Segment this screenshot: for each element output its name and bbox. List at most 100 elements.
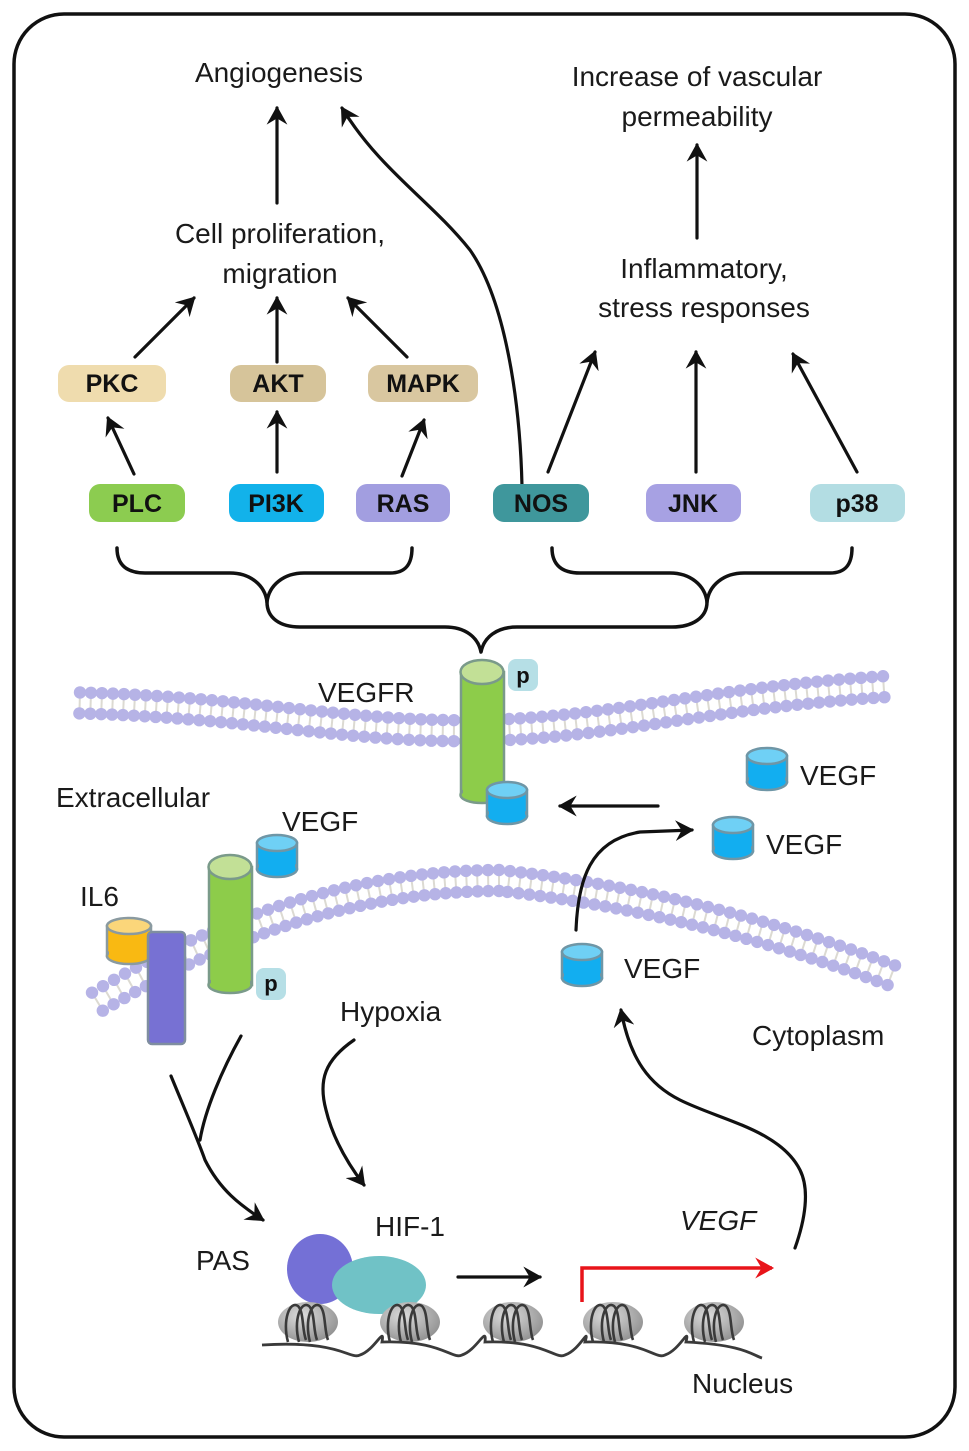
vegf-label-intracellular: VEGF (624, 953, 700, 984)
dna-wrap (386, 1303, 410, 1343)
lipid-head (766, 680, 780, 693)
dna-wrap (701, 1303, 725, 1343)
lipid-head (783, 945, 797, 958)
lipid-head (450, 886, 463, 899)
lipid-head (425, 734, 438, 747)
dna-wrap (712, 1303, 736, 1343)
svg-text:p: p (516, 663, 529, 688)
lipid-head (404, 869, 418, 883)
lipid-head (707, 923, 720, 937)
dna-wrap (489, 1303, 513, 1343)
vegf-top (711, 815, 755, 835)
lipid-head (725, 706, 739, 720)
lipid-head (837, 963, 851, 976)
lipid-head (436, 734, 449, 748)
lipid-head (778, 921, 792, 935)
lipid-head (332, 904, 346, 917)
lipid-head (758, 702, 771, 715)
lipid-head (96, 1004, 110, 1017)
lipid-head (346, 729, 360, 742)
lipid-head (128, 985, 142, 999)
lipid-head (257, 927, 271, 940)
lipid-head (635, 885, 649, 899)
lipid-head (268, 923, 281, 936)
lipid-head (588, 898, 601, 911)
svg-text:JNK: JNK (668, 490, 718, 518)
lipid-head (821, 674, 835, 687)
vegf-top (255, 833, 299, 853)
proliferation-label-line1: Cell proliferation, (175, 218, 385, 249)
lipid-head (571, 728, 584, 741)
lipid-head (300, 913, 314, 926)
lipid-head (381, 711, 395, 724)
lipid-head (881, 978, 894, 992)
vegfr-label: VEGFR (318, 677, 414, 708)
lipid-head (426, 867, 440, 880)
lipid-head (602, 879, 616, 892)
lipid-head (780, 699, 793, 713)
svg-text:PI3K: PI3K (248, 490, 304, 518)
arrow-pkc-to-proliferation (133, 296, 196, 359)
node-ras: RAS (356, 484, 450, 522)
node-pkc: PKC (58, 365, 166, 402)
lipid-head (106, 687, 120, 700)
lipid-head (865, 670, 879, 684)
lipid-head (755, 681, 769, 694)
svg-text:p: p (264, 971, 277, 996)
vegf-top (560, 942, 604, 962)
arrow-plc-to-pkc (105, 416, 136, 476)
lipid-head (590, 704, 604, 717)
lipid-head (359, 709, 373, 722)
lipid-head (371, 874, 385, 888)
lipid-head (599, 900, 612, 913)
lipid-head (805, 952, 818, 965)
lipid-head (447, 734, 461, 748)
lipid-head (777, 678, 791, 692)
lipid-head (236, 718, 250, 731)
dna-linker (261, 1334, 763, 1360)
lipid-head (470, 864, 484, 877)
lipid-head (670, 714, 684, 727)
phospho-badge-lower: p (256, 968, 286, 1000)
vegf-label-secreted: VEGF (766, 829, 842, 860)
lipid-head (714, 708, 728, 721)
lipid-head (832, 673, 846, 686)
lipid-head (439, 887, 452, 900)
lipid-head (370, 710, 384, 723)
lipid-head (293, 703, 307, 716)
dna-wrap (295, 1303, 319, 1343)
svg-text:PKC: PKC (86, 370, 139, 398)
lipid-head (690, 898, 704, 911)
chromatin-dna (261, 1302, 763, 1360)
lipid-head (568, 707, 582, 720)
lipid-head (789, 925, 803, 938)
lipid-head (615, 722, 629, 735)
node-mapk: MAPK (368, 365, 478, 402)
lipid-head (866, 951, 880, 964)
vegf-label-extracellular: VEGF (800, 760, 876, 791)
lipid-head (659, 716, 673, 729)
lipid-head (360, 876, 374, 890)
lipid-head (315, 705, 329, 718)
lipid-head (304, 704, 318, 717)
lipid-head (127, 709, 141, 722)
lipid-head (280, 722, 293, 736)
lipid-head (117, 687, 131, 701)
lipid-head (604, 723, 617, 737)
lipid-head (700, 688, 714, 702)
lipid-head (801, 697, 815, 710)
lipid-head (657, 890, 671, 903)
lipid-head (646, 888, 660, 901)
svg-text:NOS: NOS (514, 490, 568, 518)
lipid-head (526, 732, 539, 745)
lipid-head (751, 935, 764, 949)
lipid-head (316, 886, 330, 900)
lipid-head (744, 682, 758, 696)
lipid-head (161, 690, 175, 703)
cell-frame (12, 12, 957, 1439)
lipid-head (703, 709, 717, 723)
lipid-head (84, 686, 98, 699)
lipid-head (548, 730, 562, 743)
node-nos: NOS (493, 484, 589, 522)
lipid-head (566, 894, 579, 908)
